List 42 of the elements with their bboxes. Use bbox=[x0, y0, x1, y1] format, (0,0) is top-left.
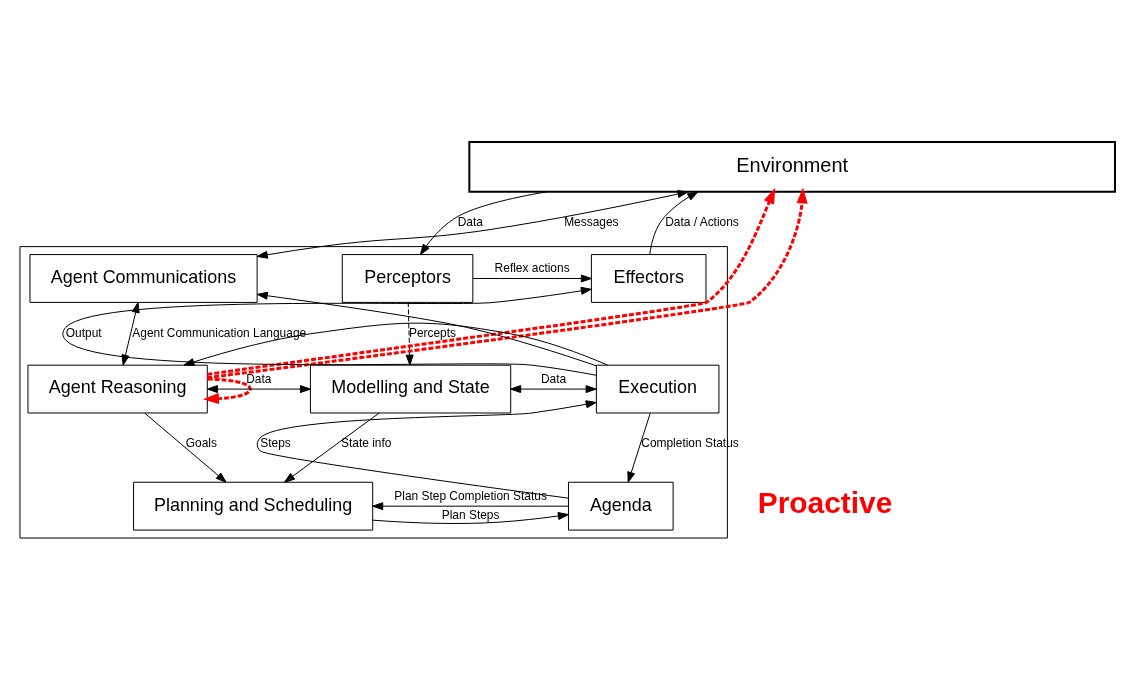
arrow bbox=[256, 190, 689, 259]
arrow bbox=[144, 412, 227, 483]
edge-label: Steps bbox=[260, 436, 291, 451]
node-box: Effectors bbox=[590, 254, 707, 303]
node-box: Perceptors bbox=[341, 254, 474, 303]
arrow bbox=[202, 377, 252, 405]
node-box: Agenda bbox=[568, 481, 674, 531]
arrow bbox=[372, 502, 569, 511]
node-box: Planning and Scheduling bbox=[133, 481, 374, 531]
edge-label: Messages bbox=[564, 215, 619, 230]
node-box: Modelling and State bbox=[309, 364, 512, 414]
arrow bbox=[256, 400, 597, 499]
node-box: Agent Communications bbox=[29, 254, 258, 303]
arrow bbox=[472, 274, 592, 283]
edge-label: State info bbox=[341, 436, 392, 451]
edge-label: Reflex actions bbox=[494, 261, 570, 276]
arrow bbox=[284, 412, 380, 483]
edge-label: Data / Actions bbox=[665, 215, 739, 230]
edge-label: Percepts bbox=[408, 325, 457, 340]
arrow bbox=[372, 512, 569, 524]
edge-label: Output bbox=[65, 325, 102, 340]
edge-label: Plan Steps bbox=[441, 507, 500, 522]
arrow bbox=[207, 385, 311, 394]
arrow bbox=[121, 302, 140, 366]
arrow bbox=[627, 412, 651, 483]
arrow bbox=[62, 286, 597, 376]
edge-label: Goals bbox=[185, 436, 217, 451]
arrow bbox=[256, 291, 597, 367]
edge-label: Data bbox=[246, 371, 272, 386]
edge-label: Data bbox=[540, 371, 567, 386]
arrow bbox=[419, 191, 548, 255]
node-box: Agent Reasoning bbox=[27, 364, 208, 414]
edge-label: Plan Step Completion Status bbox=[394, 488, 547, 503]
arrow bbox=[183, 322, 609, 366]
label: Proactive bbox=[757, 485, 893, 519]
arrow bbox=[649, 191, 699, 255]
arrow bbox=[405, 302, 414, 366]
arrow bbox=[510, 385, 597, 394]
node-box: Execution bbox=[595, 364, 720, 414]
node-box: Environment bbox=[468, 141, 1116, 193]
edge-label: Data bbox=[457, 215, 483, 230]
edge-label: Agent Communication Language bbox=[132, 325, 307, 340]
